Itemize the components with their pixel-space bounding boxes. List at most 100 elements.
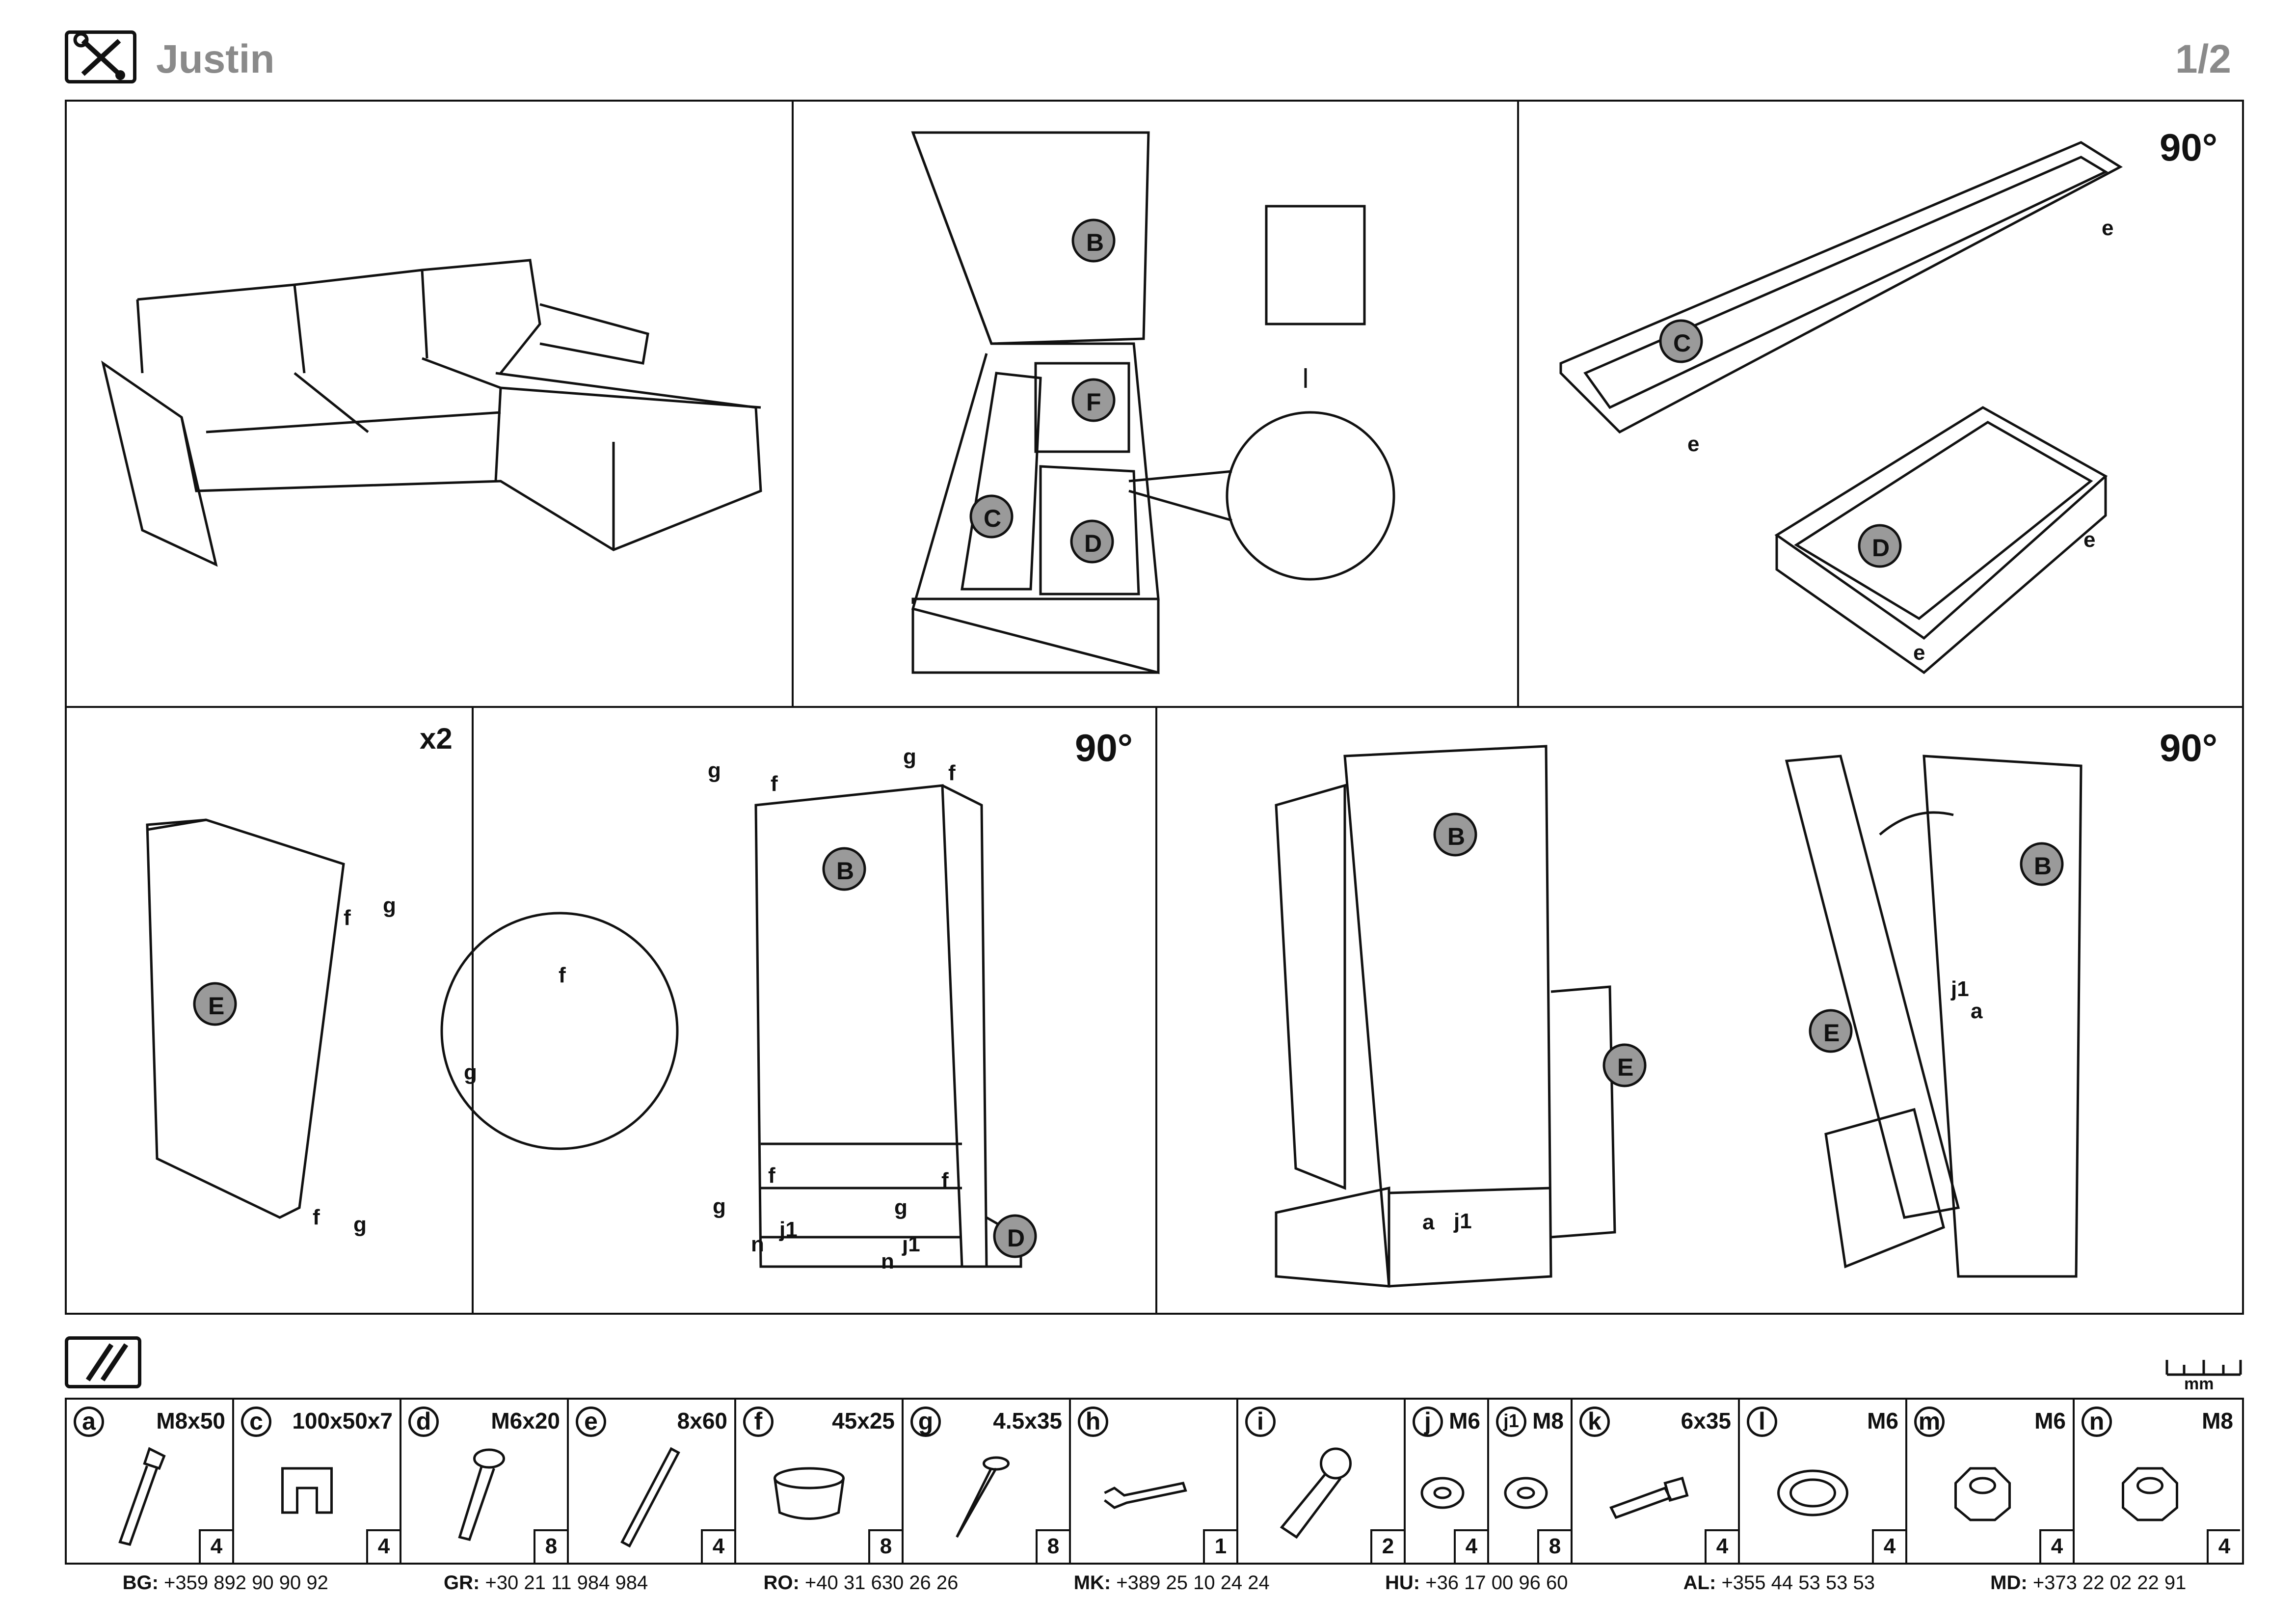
part-f: f 45x25 8 bbox=[736, 1400, 904, 1563]
part-letter: l bbox=[1747, 1407, 1777, 1437]
contact-gr: GR: +30 21 11 984 984 bbox=[444, 1572, 648, 1594]
part-size: 100x50x7 bbox=[292, 1408, 393, 1434]
part-qty: 2 bbox=[1370, 1529, 1404, 1563]
page-number: 1/2 bbox=[2175, 37, 2231, 81]
part-m: m M6 4 bbox=[1907, 1400, 2075, 1563]
wrench-screwdriver-icon bbox=[65, 30, 136, 83]
nut-icon bbox=[1954, 1467, 2011, 1521]
part-letter: j1 bbox=[1496, 1407, 1526, 1437]
part-qty: 4 bbox=[2039, 1529, 2073, 1563]
screws-icon bbox=[65, 1336, 141, 1388]
washer-icon bbox=[1420, 1477, 1465, 1509]
part-size: M6 bbox=[2034, 1408, 2066, 1434]
callout-f-5: f bbox=[768, 1164, 775, 1188]
part-size: 8x60 bbox=[677, 1408, 727, 1434]
parts-table: a M8x50 4 c 100x50x7 4 d M6x20 8 e 8x60 … bbox=[65, 1398, 2244, 1565]
part-letter: n bbox=[2082, 1407, 2112, 1437]
part-size: M6 bbox=[1449, 1408, 1480, 1434]
part-j: j M6 4 bbox=[1406, 1400, 1489, 1563]
part-qty: 4 bbox=[1872, 1529, 1905, 1563]
callout-j1-1: j1 bbox=[779, 1218, 798, 1242]
contact-md: MD: +373 22 02 22 91 bbox=[1990, 1572, 2187, 1594]
threaded-rod-icon bbox=[620, 1447, 680, 1548]
assembly-be-drawing bbox=[1275, 745, 2082, 1288]
contact-ro: RO: +40 31 630 26 26 bbox=[763, 1572, 959, 1594]
washer-icon bbox=[1504, 1477, 1548, 1509]
label-b-step6b: B bbox=[2034, 852, 2052, 880]
part-letter: a bbox=[74, 1407, 104, 1437]
label-b-step6: B bbox=[1447, 823, 1466, 850]
wrench-icon bbox=[1104, 1482, 1187, 1509]
callout-g-6: g bbox=[894, 1195, 908, 1219]
callout-g-3: g bbox=[708, 758, 721, 783]
label-d-step3: D bbox=[1872, 534, 1890, 562]
part-size: 4.5x35 bbox=[993, 1408, 1062, 1434]
part-qty: 4 bbox=[1705, 1529, 1738, 1563]
part-qty: 1 bbox=[1203, 1529, 1236, 1563]
part-g: g 4.5x35 8 bbox=[904, 1400, 1071, 1563]
part-qty: 8 bbox=[1537, 1529, 1571, 1563]
rotate-90-label-step6: 90° bbox=[2160, 726, 2217, 769]
label-b-step5: B bbox=[836, 857, 854, 885]
wood-screw-icon bbox=[956, 1456, 1010, 1538]
callout-g-4: g bbox=[903, 745, 916, 769]
part-letter: c bbox=[241, 1407, 271, 1437]
part-letter: d bbox=[408, 1407, 439, 1437]
callout-e-4: e bbox=[1913, 641, 1925, 665]
contact-mk: MK: +389 25 10 24 24 bbox=[1073, 1572, 1270, 1594]
part-qty: 8 bbox=[1036, 1529, 1069, 1563]
label-e-step6: E bbox=[1617, 1054, 1634, 1081]
part-e: e 8x60 4 bbox=[569, 1400, 736, 1563]
ruler-icon bbox=[2165, 1360, 2242, 1376]
callout-n-2: n bbox=[881, 1249, 894, 1273]
part-d: d M6x20 8 bbox=[401, 1400, 569, 1563]
part-j1: j1 M8 8 bbox=[1489, 1400, 1573, 1563]
sofa-drawing bbox=[101, 259, 762, 567]
panel-e-drawing bbox=[146, 818, 679, 1219]
rotate-90-label-step5: 90° bbox=[1075, 726, 1133, 769]
callout-f-1: f bbox=[344, 906, 351, 930]
storage-box-drawing bbox=[911, 131, 1395, 675]
part-letter: g bbox=[910, 1407, 941, 1437]
part-size: M6x20 bbox=[491, 1408, 560, 1434]
label-d: D bbox=[1084, 530, 1102, 557]
label-d-step5: D bbox=[1007, 1224, 1025, 1252]
label-c-step3: C bbox=[1673, 329, 1691, 357]
callout-n-1: n bbox=[751, 1232, 764, 1256]
part-a: a M8x50 4 bbox=[67, 1400, 234, 1563]
part-letter: f bbox=[743, 1407, 774, 1437]
label-e-step6b: E bbox=[1823, 1019, 1840, 1047]
part-letter: h bbox=[1078, 1407, 1108, 1437]
part-size: M8 bbox=[1532, 1408, 1564, 1434]
callout-f-6: f bbox=[941, 1168, 949, 1192]
part-n: n M8 4 bbox=[2075, 1400, 2240, 1563]
foot-icon bbox=[774, 1467, 845, 1520]
part-qty: 8 bbox=[534, 1529, 567, 1563]
rotate-90-label: 90° bbox=[2160, 126, 2217, 169]
label-e-step4: E bbox=[208, 992, 225, 1020]
part-qty: 4 bbox=[366, 1529, 400, 1563]
quantity-x2-label: x2 bbox=[420, 722, 453, 755]
part-qty: 4 bbox=[199, 1529, 232, 1563]
part-size: M8x50 bbox=[156, 1408, 225, 1434]
nut-icon bbox=[2122, 1467, 2178, 1521]
callout-f-3: f bbox=[771, 772, 778, 796]
part-h: h 1 bbox=[1071, 1400, 1238, 1563]
callout-g-zoom: g bbox=[464, 1060, 477, 1084]
part-size: 45x25 bbox=[832, 1408, 895, 1434]
part-size: M6 bbox=[1867, 1408, 1898, 1434]
document-title: Justin bbox=[156, 37, 275, 81]
bracket-icon bbox=[281, 1467, 333, 1514]
hinge-icon bbox=[1280, 1447, 1352, 1539]
part-letter: i bbox=[1245, 1407, 1276, 1437]
part-qty: 8 bbox=[868, 1529, 902, 1563]
label-c: C bbox=[984, 505, 1002, 532]
bolt-icon bbox=[1609, 1476, 1689, 1519]
callout-g-1: g bbox=[383, 893, 396, 918]
callout-e-1: e bbox=[2102, 216, 2114, 240]
callout-j1-4: j1 bbox=[1951, 977, 1969, 1001]
assembly-steps-grid bbox=[65, 100, 2244, 1315]
screw-icon bbox=[458, 1448, 505, 1541]
